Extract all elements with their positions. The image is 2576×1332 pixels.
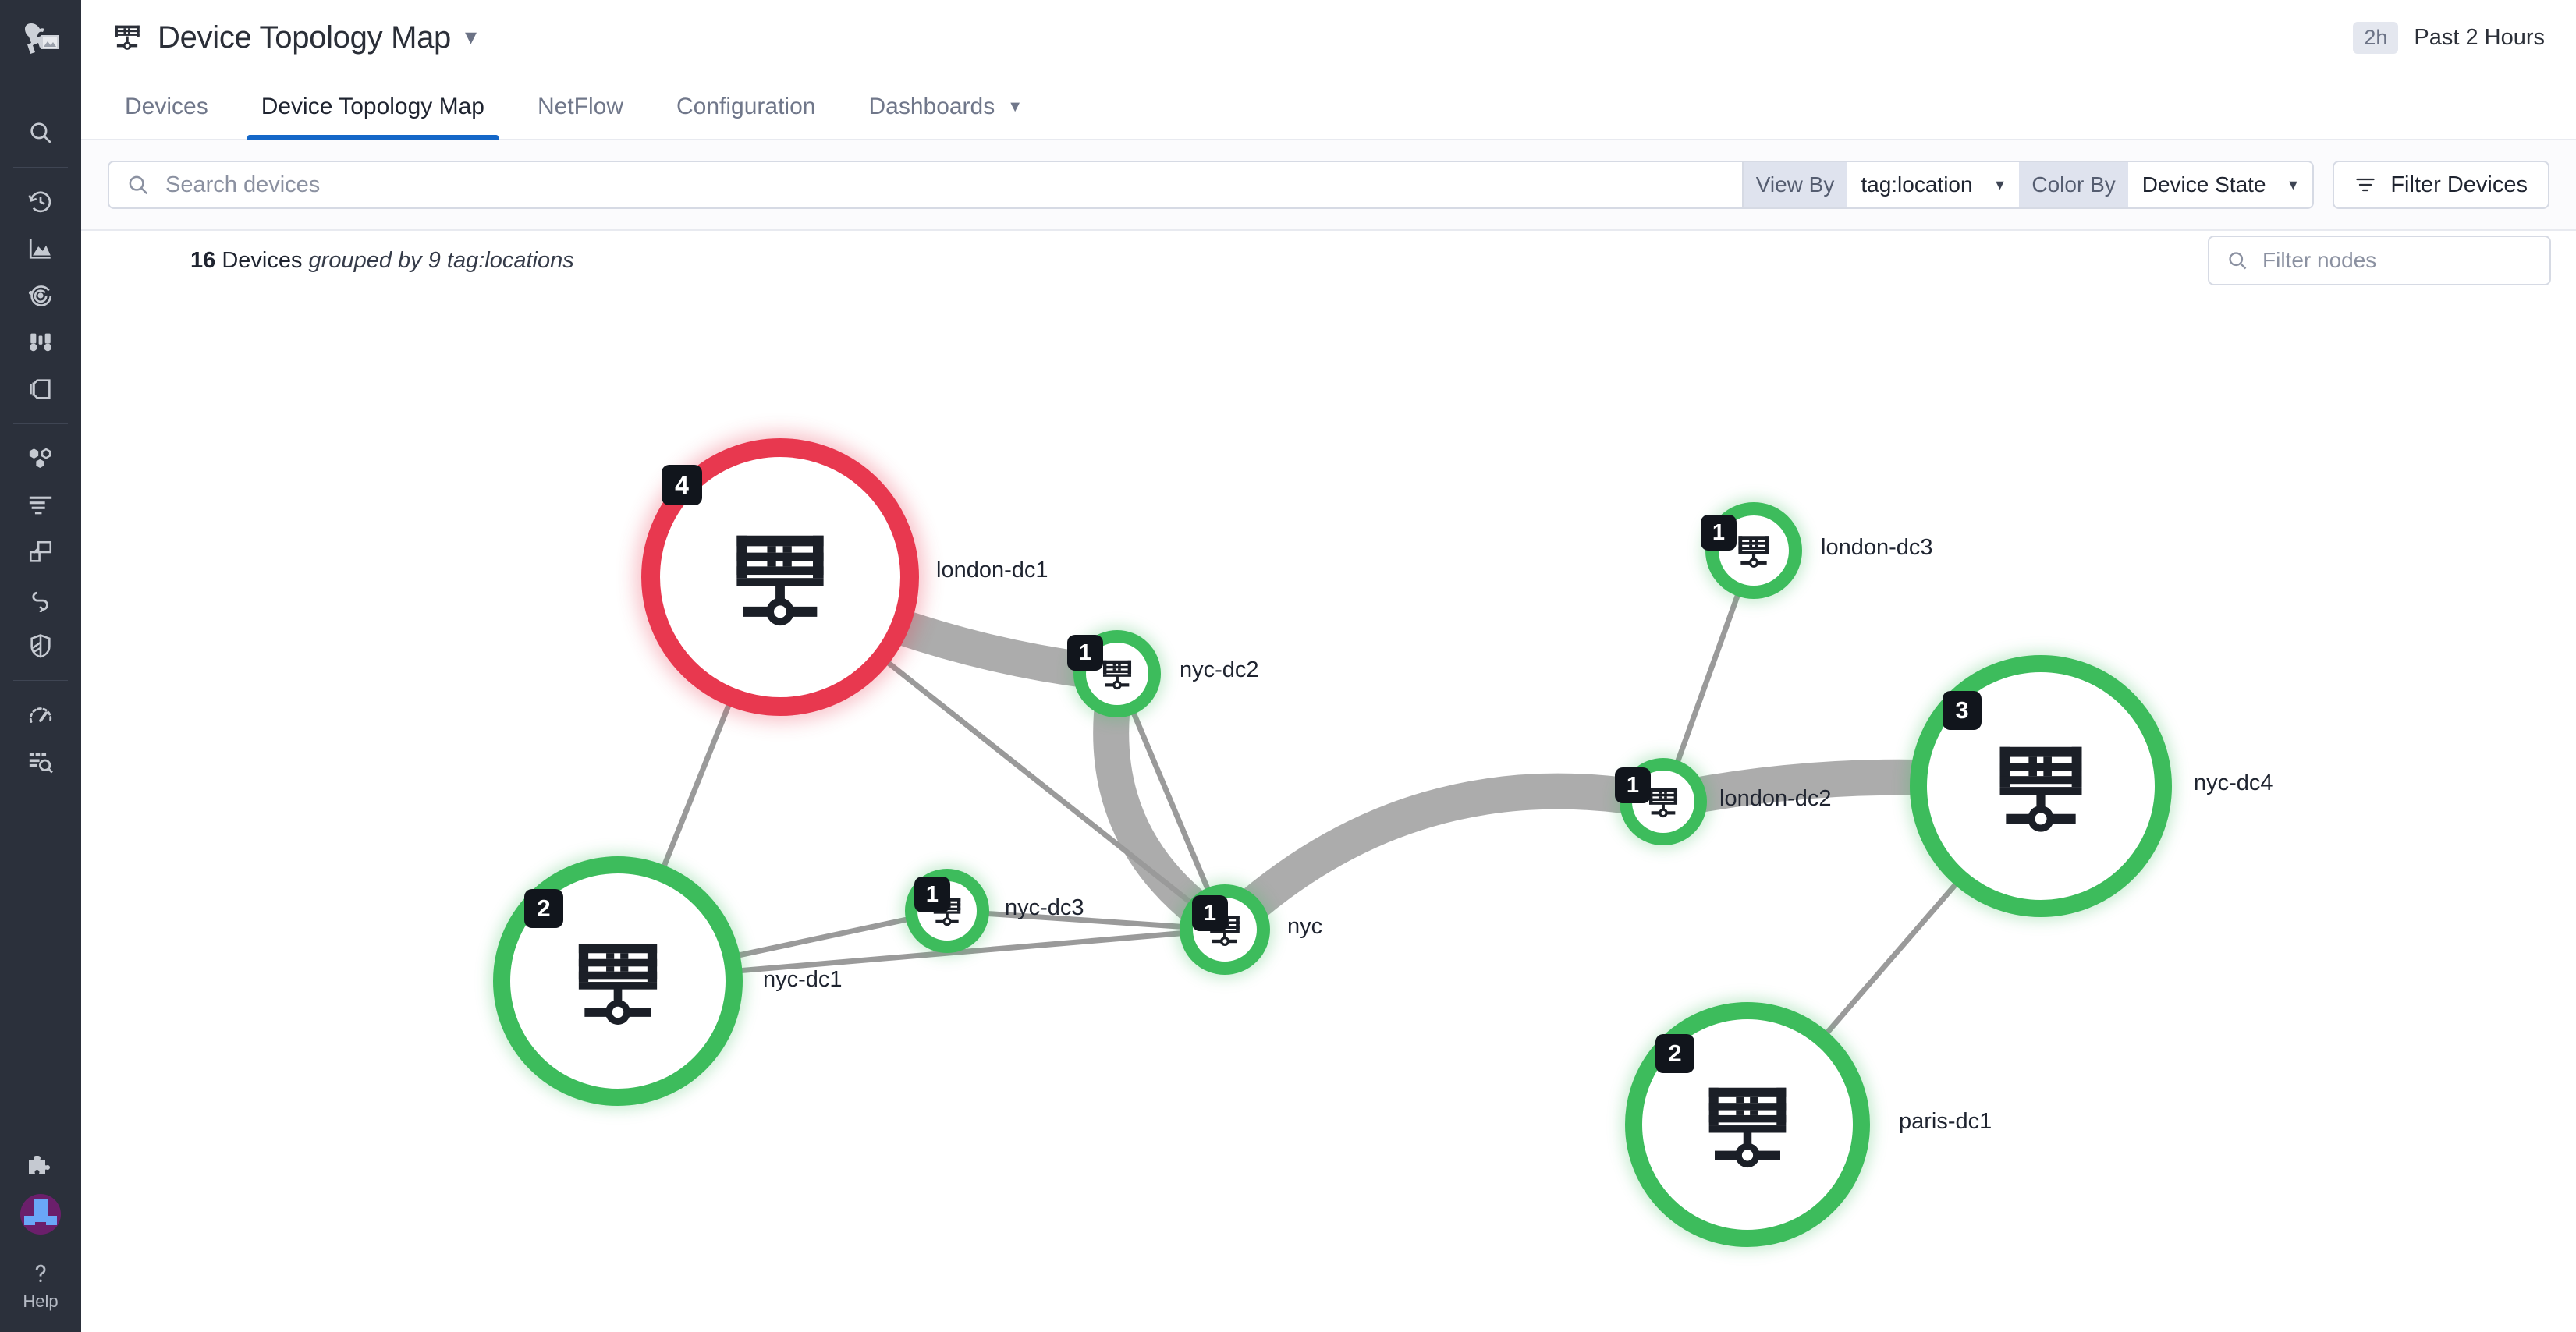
triangle-down-icon: ▼ bbox=[2286, 176, 2301, 193]
left-navigation: Help bbox=[0, 0, 81, 1332]
topology-nodes: 4 london-dc1 1 nyc-dc2 1 london-dc3 bbox=[81, 231, 2576, 1332]
main-area: Device Topology Map ▾ 2h Past 2 Hours De… bbox=[81, 0, 2576, 1332]
topology-edge[interactable] bbox=[1114, 672, 1228, 931]
tab-netflow[interactable]: NetFlow bbox=[511, 75, 650, 139]
node-count-badge[interactable]: 2 bbox=[524, 889, 563, 928]
search-devices-input[interactable]: Search devices bbox=[108, 161, 1744, 209]
device-rack-icon bbox=[578, 944, 658, 1025]
color-by-value: Device State bbox=[2141, 172, 2266, 197]
device-count: 16 bbox=[190, 248, 216, 273]
binoculars-icon[interactable] bbox=[0, 319, 81, 366]
question-mark-icon bbox=[35, 1264, 46, 1283]
search-icon[interactable] bbox=[0, 109, 81, 156]
node-count-badge[interactable]: 4 bbox=[662, 465, 702, 505]
node-count-badge[interactable]: 1 bbox=[1615, 767, 1651, 803]
node-count-badge[interactable]: 1 bbox=[914, 877, 950, 912]
node-count-badge[interactable]: 1 bbox=[1701, 515, 1737, 551]
chevron-down-icon[interactable]: ▾ bbox=[465, 24, 477, 50]
search-icon bbox=[129, 175, 148, 195]
puzzle-icon[interactable] bbox=[0, 1144, 81, 1191]
node-label: nyc-dc1 bbox=[763, 967, 843, 992]
shield-icon[interactable] bbox=[0, 622, 81, 669]
triangle-down-icon: ▼ bbox=[1992, 176, 2007, 193]
log-search-icon[interactable] bbox=[0, 739, 81, 785]
node-label: london-dc1 bbox=[936, 558, 1048, 583]
tab-label: Device Topology Map bbox=[261, 94, 484, 119]
device-rack-icon bbox=[1102, 660, 1132, 690]
node-label: london-dc2 bbox=[1719, 786, 1832, 811]
filter-nodes-placeholder: Filter nodes bbox=[2262, 248, 2377, 272]
node-count-badge[interactable]: 1 bbox=[1192, 895, 1228, 931]
page-title-dropdown[interactable]: Device Topology Map ▾ bbox=[111, 20, 477, 55]
tab-label: Configuration bbox=[676, 94, 816, 119]
node-count-badge[interactable]: 2 bbox=[1655, 1034, 1694, 1073]
view-by-label: View By bbox=[1743, 162, 1847, 207]
help-label: Help bbox=[23, 1291, 59, 1311]
device-rack-icon bbox=[1999, 746, 2082, 832]
node-label: london-dc3 bbox=[1821, 535, 1933, 560]
search-devices-placeholder: Search devices bbox=[165, 172, 321, 197]
layers-icon[interactable] bbox=[0, 366, 81, 413]
node-label: nyc-dc3 bbox=[1005, 895, 1084, 920]
log-lines-icon[interactable] bbox=[0, 482, 81, 529]
tab-bar: Devices Device Topology Map NetFlow Conf… bbox=[81, 75, 2576, 140]
screens-icon[interactable] bbox=[0, 529, 81, 576]
tab-dashboards[interactable]: Dashboards ▼ bbox=[842, 75, 1049, 139]
node-label: nyc bbox=[1287, 914, 1323, 939]
page-header: Device Topology Map ▾ 2h Past 2 Hours bbox=[81, 0, 2576, 75]
node-label: nyc-dc4 bbox=[2194, 771, 2273, 795]
help-button[interactable]: Help bbox=[0, 1260, 81, 1332]
topology-edge-thick[interactable] bbox=[1207, 773, 1681, 948]
tab-label: Devices bbox=[125, 94, 208, 119]
view-by-select[interactable]: tag:location ▼ bbox=[1847, 162, 2020, 207]
page-title: Device Topology Map bbox=[158, 19, 451, 55]
node-count-badge[interactable]: 3 bbox=[1943, 691, 1982, 730]
node-label: nyc-dc2 bbox=[1180, 657, 1259, 682]
device-count-summary: 16 Devices grouped by 9 tag:locations bbox=[190, 248, 574, 274]
tab-device-topology-map[interactable]: Device Topology Map bbox=[235, 75, 511, 140]
datadog-dog-logo-icon[interactable] bbox=[0, 0, 81, 81]
link-loop-icon[interactable] bbox=[0, 576, 81, 622]
tab-label: Dashboards bbox=[868, 94, 995, 119]
node-count-badge[interactable]: 1 bbox=[1067, 635, 1103, 671]
time-range-label: Past 2 Hours bbox=[2414, 24, 2545, 50]
area-chart-icon[interactable] bbox=[0, 225, 81, 272]
search-icon bbox=[2229, 252, 2247, 270]
chevron-down-icon: ▼ bbox=[1007, 97, 1024, 115]
nav-divider bbox=[13, 167, 68, 168]
apm-target-icon[interactable] bbox=[0, 272, 81, 319]
view-color-controls: View By tag:location ▼ Color By Device S… bbox=[1743, 161, 2315, 209]
time-range-picker[interactable]: 2h Past 2 Hours bbox=[2353, 21, 2545, 54]
tab-label: NetFlow bbox=[537, 94, 624, 119]
filter-nodes-input[interactable]: Filter nodes bbox=[2208, 236, 2551, 285]
device-rack-icon bbox=[115, 25, 140, 50]
watchdog-clock-icon[interactable] bbox=[0, 179, 81, 225]
time-range-badge: 2h bbox=[2353, 21, 2399, 54]
gauge-icon[interactable] bbox=[0, 692, 81, 739]
user-avatar[interactable] bbox=[0, 1191, 81, 1238]
topology-edge[interactable] bbox=[946, 908, 1226, 933]
tab-configuration[interactable]: Configuration bbox=[650, 75, 842, 139]
filter-toolbar: Search devices View By tag:location ▼ Co… bbox=[81, 140, 2576, 231]
hexagons-icon[interactable] bbox=[0, 435, 81, 482]
nav-divider-2 bbox=[13, 423, 68, 424]
grouping-description: grouped by 9 tag:locations bbox=[308, 248, 574, 273]
filter-devices-button[interactable]: Filter Devices bbox=[2333, 161, 2549, 209]
color-by-label: Color By bbox=[2019, 162, 2128, 207]
view-by-value: tag:location bbox=[1861, 172, 1973, 197]
color-by-select[interactable]: Device State ▼ bbox=[2127, 162, 2313, 207]
device-rack-icon bbox=[736, 535, 824, 626]
nav-divider-3 bbox=[13, 680, 68, 681]
device-rack-icon bbox=[1708, 1087, 1787, 1168]
node-label: paris-dc1 bbox=[1899, 1109, 1992, 1134]
filter-lines-icon bbox=[2356, 178, 2376, 192]
filter-devices-label: Filter Devices bbox=[2390, 172, 2528, 197]
tab-devices[interactable]: Devices bbox=[111, 75, 235, 139]
device-rack-icon bbox=[1648, 788, 1678, 818]
topology-canvas[interactable]: 16 Devices grouped by 9 tag:locations Fi… bbox=[81, 231, 2576, 1332]
device-rack-icon bbox=[1738, 536, 1769, 568]
device-count-middle: Devices bbox=[215, 248, 309, 273]
